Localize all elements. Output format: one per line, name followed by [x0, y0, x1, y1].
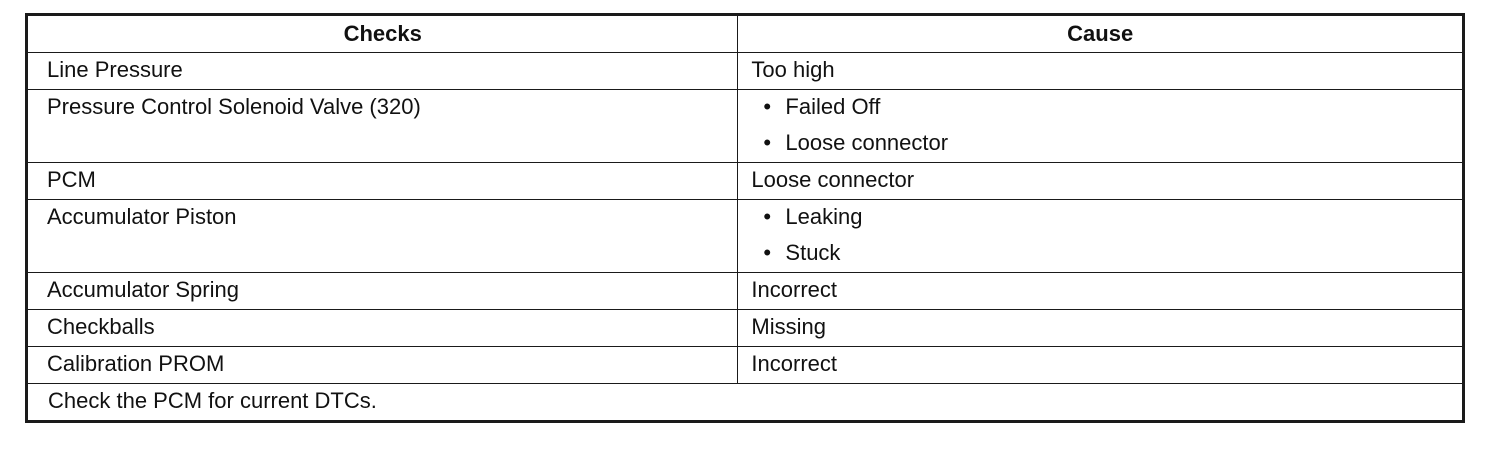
- table-row: Accumulator Piston • Leaking • Stuck: [25, 199, 1464, 273]
- bullet-icon: •: [763, 130, 772, 155]
- check-cell: Calibration PROM: [25, 346, 739, 384]
- check-cell: Accumulator Piston: [25, 199, 739, 273]
- cause-text: Loose connector: [785, 130, 949, 155]
- cause-text: Leaking: [785, 204, 863, 229]
- table-note: Check the PCM for current DTCs.: [26, 383, 1464, 422]
- header-row: Checks Cause: [25, 14, 1464, 53]
- list-item: • Leaking: [751, 204, 1444, 230]
- bullet-icon: •: [763, 240, 772, 265]
- cause-list: • Failed Off • Loose connector: [751, 94, 1444, 156]
- table-row: Calibration PROM Incorrect: [25, 346, 1464, 384]
- cause-cell: Too high: [737, 52, 1464, 90]
- cause-cell: Incorrect: [737, 346, 1464, 384]
- check-cell: Checkballs: [25, 309, 739, 347]
- check-cell: PCM: [25, 162, 739, 200]
- table-row: Accumulator Spring Incorrect: [25, 272, 1464, 310]
- cause-cell: Loose connector: [737, 162, 1464, 200]
- table-row: PCM Loose connector: [25, 162, 1464, 200]
- table-row: Line Pressure Too high: [25, 52, 1464, 90]
- list-item: • Stuck: [751, 240, 1444, 266]
- check-cell: Pressure Control Solenoid Valve (320): [25, 89, 739, 163]
- cause-text: Stuck: [785, 240, 841, 265]
- cause-text: Failed Off: [785, 94, 881, 119]
- table-row: Pressure Control Solenoid Valve (320) • F…: [25, 89, 1464, 163]
- cause-cell: Incorrect: [737, 272, 1464, 310]
- table-row: Checkballs Missing: [25, 309, 1464, 347]
- note-row: Check the PCM for current DTCs.: [26, 383, 1464, 422]
- check-cell: Line Pressure: [25, 52, 739, 90]
- check-cell: Accumulator Spring: [25, 272, 739, 310]
- bullet-icon: •: [763, 204, 772, 229]
- bullet-icon: •: [763, 94, 772, 119]
- list-item: • Failed Off: [751, 94, 1444, 120]
- cause-header: Cause: [737, 14, 1464, 53]
- cause-cell: • Leaking • Stuck: [737, 199, 1464, 273]
- cause-list: • Leaking • Stuck: [751, 204, 1444, 266]
- cause-cell: • Failed Off • Loose connector: [737, 89, 1464, 163]
- diagnostic-table: Checks Cause Line Pressure Too high Pres…: [25, 13, 1465, 423]
- cause-cell: Missing: [737, 309, 1464, 347]
- list-item: • Loose connector: [751, 130, 1444, 156]
- checks-header: Checks: [25, 14, 739, 53]
